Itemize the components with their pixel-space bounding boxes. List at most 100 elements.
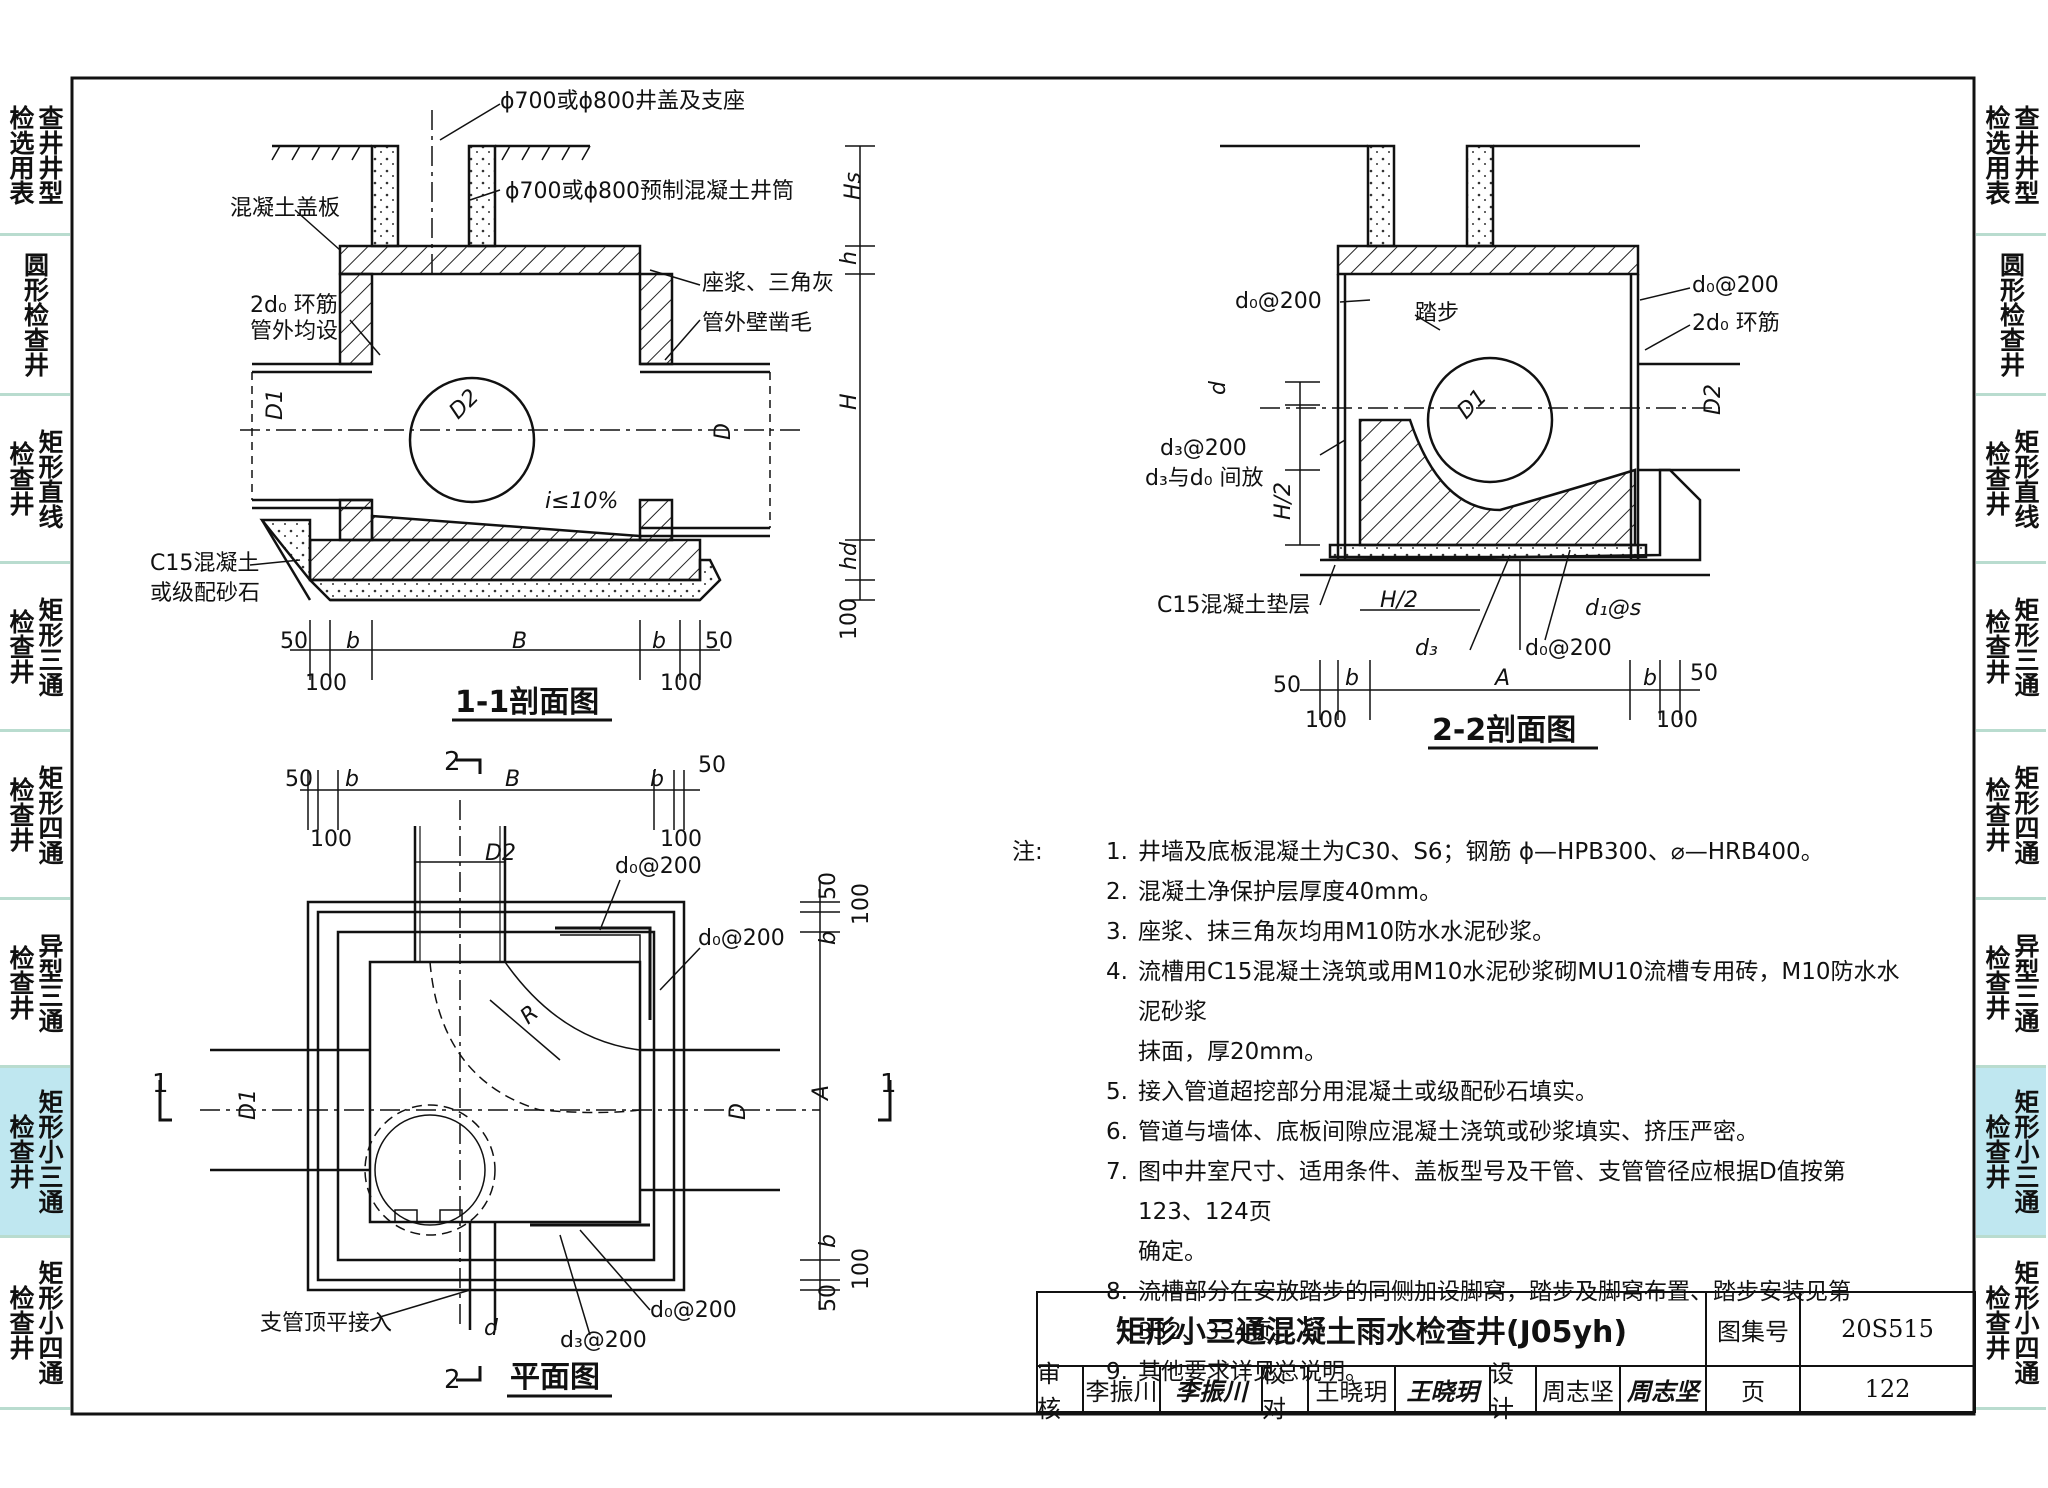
side-tab-text: 检查井 — [1982, 441, 2011, 516]
label-pipe: ϕ700或ϕ800预制混凝土井筒 — [505, 179, 794, 204]
side-tab-rect-small-four-left[interactable]: 检查井矩形小四通 — [0, 1238, 70, 1410]
note-prefix — [1012, 1232, 1070, 1272]
note-text: 混凝土净保护层厚度40mm。 — [1138, 879, 1443, 905]
note-number: 1. — [1106, 839, 1128, 865]
note-prefix — [1012, 1152, 1070, 1232]
atlas-label: 图集号 — [1717, 1317, 1789, 1346]
side-tab-text: 检查井 — [1982, 1285, 2011, 1360]
label-d0-bottom: d₀@200 — [1525, 636, 1612, 661]
side-tab-text: 检查井 — [1982, 1114, 2011, 1189]
side-tab-round-right[interactable]: 圆形检查井 — [1976, 236, 2046, 396]
label-cover: ϕ700或ϕ800井盖及支座 — [500, 89, 745, 114]
dim-50-2-right: 50 — [1690, 661, 1718, 686]
note-text: 其他要求详见总说明。 — [1138, 1359, 1368, 1385]
note-prefix — [1012, 1032, 1070, 1072]
side-tab-rect-straight-right[interactable]: 检查井矩形直线 — [1976, 396, 2046, 564]
side-tab-rect-three-left[interactable]: 检查井矩形三通 — [0, 564, 70, 732]
cut-2-bottom: 2 — [444, 1365, 461, 1395]
label-step: 踏步 — [1415, 301, 1459, 326]
side-tab-select-left[interactable]: 检选用表查井井型 — [0, 76, 70, 236]
note-text: 管道与墙体、底板间隙应混凝土浇筑或砂浆填实、挤压严密。 — [1138, 1119, 1759, 1145]
side-tab-special-three-right[interactable]: 检查井异型三通 — [1976, 900, 2046, 1068]
label-d0-left: d₀@200 — [1235, 289, 1322, 314]
side-tab-text: 检查井 — [6, 1285, 35, 1360]
plan-dim-b-right: b — [650, 767, 664, 792]
note-prefix — [1012, 1112, 1070, 1152]
note-prefix — [1012, 952, 1070, 1032]
dim-D2-2: D2 — [1701, 384, 1726, 415]
check-label: 校对 — [1262, 1360, 1286, 1423]
section-1-1-title: 1-1剖面图 — [455, 685, 599, 720]
page-label: 页 — [1741, 1377, 1765, 1406]
side-tab-text: 检查井 — [6, 441, 35, 516]
side-tab-text: 检选用表 — [6, 104, 35, 205]
note-prefix: 注: — [1012, 839, 1043, 865]
dim-100-vert: 100 — [837, 598, 862, 640]
label-slab: 混凝土盖板 — [230, 196, 340, 221]
label-base-2: C15混凝土垫层 — [1157, 593, 1310, 618]
label-d3-b: d₃与d₀ 间放 — [1145, 466, 1264, 491]
title-block-grid — [1036, 1291, 1976, 1413]
dim-H2-vert: H/2 — [1271, 482, 1296, 520]
label-wall: 管外壁凿毛 — [702, 311, 812, 336]
dim-hs: Hs — [841, 172, 866, 200]
plan-dim-100-right: 100 — [660, 827, 702, 852]
note-number: 2. — [1106, 879, 1128, 905]
side-tab-rect-four-right[interactable]: 检查井矩形四通 — [1976, 732, 2046, 900]
dim-b-2-left: b — [1345, 666, 1359, 691]
designer-signature: 周志坚 — [1627, 1376, 1699, 1406]
notes-block: 注:1.井墙及底板混凝土为C30、S6；钢筋 ϕ—HPB300、⌀—HRB400… — [1012, 832, 1912, 1392]
dim-100-2-left: 100 — [1305, 708, 1347, 733]
side-tab-text: 检查井 — [1982, 777, 2011, 852]
note-number: 7. — [1106, 1159, 1128, 1185]
dim-H2-horiz: H/2 — [1380, 588, 1418, 613]
note-text: 流槽用C15混凝土浇筑或用M10水泥砂浆砌MU10流槽专用砖，M10防水水泥砂浆 — [1138, 959, 1900, 1025]
side-tab-rect-three-right[interactable]: 检查井矩形三通 — [1976, 564, 2046, 732]
note-number: 4. — [1106, 959, 1128, 985]
plan-dim-b-top: b — [816, 931, 841, 945]
checker-signature: 王晓玥 — [1406, 1376, 1479, 1406]
label-base-b: 或级配砂石 — [150, 581, 260, 606]
label-mortar: 座浆、三角灰 — [702, 271, 834, 296]
side-tab-special-three-left[interactable]: 检查井异型三通 — [0, 900, 70, 1068]
note-row: 注:1.井墙及底板混凝土为C30、S6；钢筋 ϕ—HPB300、⌀—HRB400… — [1012, 832, 1912, 872]
note-number: 8. — [1106, 1279, 1128, 1305]
side-tab-rect-straight-left[interactable]: 检查井矩形直线 — [0, 396, 70, 564]
side-tab-rect-four-left[interactable]: 检查井矩形四通 — [0, 732, 70, 900]
drawing-title: 矩形小三通混凝土雨水检查井(J05yh) — [1115, 1315, 1628, 1350]
plan-label-d0-b: d₀@200 — [698, 926, 785, 951]
note-row: 5.接入管道超挖部分用混凝土或级配砂石填实。 — [1012, 1072, 1912, 1112]
dim-50-left: 50 — [280, 629, 308, 654]
note-text: 接入管道超挖部分用混凝土或级配砂石填实。 — [1138, 1079, 1598, 1105]
side-tab-rect-small-four-right[interactable]: 检查井矩形小四通 — [1976, 1238, 2046, 1410]
plan-dim-100-top: 100 — [849, 883, 874, 925]
dim-b-left: b — [346, 629, 360, 654]
title-block: 矩形小三通混凝土雨水检查井(J05yh) 图集号 20S515 审核 李振川 李… — [1037, 1292, 1975, 1423]
note-row: 6. 管道与墙体、底板间隙应混凝土浇筑或砂浆填实、挤压严密。 — [1012, 1112, 1912, 1152]
label-ring-2: 2d₀ 环筋 — [1692, 311, 1780, 336]
dim-B: B — [512, 629, 527, 654]
note-row: 2. 混凝土净保护层厚度40mm。 — [1012, 872, 1912, 912]
side-tab-text: 检查井 — [6, 945, 35, 1020]
designer-name: 周志坚 — [1542, 1377, 1614, 1406]
note-number: 6. — [1106, 1119, 1128, 1145]
note-row: 确定。 — [1012, 1232, 1912, 1272]
side-tab-round-left[interactable]: 圆形检查井 — [0, 236, 70, 396]
side-tab-select-right[interactable]: 检选用表查井井型 — [1976, 76, 2046, 236]
dim-100-left: 100 — [305, 671, 347, 696]
side-tab-text: 矩形四通 — [2011, 764, 2040, 865]
plan-dim-50-right: 50 — [698, 753, 726, 778]
note-row: 3.座浆、抹三角灰均用M10防水水泥砂浆。 — [1012, 912, 1912, 952]
dim-b-2-right: b — [1643, 666, 1657, 691]
section-2-2 — [1220, 144, 1740, 720]
side-tab-text: 检查井 — [6, 1114, 35, 1189]
side-tab-text: 矩形小四通 — [35, 1260, 64, 1385]
section-1-1 — [240, 103, 875, 680]
note-number: 3. — [1106, 919, 1128, 945]
side-tab-rect-small-three-right[interactable]: 检查井矩形小三通 — [1976, 1068, 2046, 1238]
note-text: 图中井室尺寸、适用条件、盖板型号及干管、支管管径应根据D值按第123、124页 — [1138, 1159, 1846, 1225]
dim-D1: D1 — [263, 389, 288, 420]
side-tab-rect-small-three-left[interactable]: 检查井矩形小三通 — [0, 1068, 70, 1238]
side-tab-text: 矩形直线 — [35, 428, 64, 529]
note-row: 9.其他要求详见总说明。 — [1012, 1352, 1912, 1392]
